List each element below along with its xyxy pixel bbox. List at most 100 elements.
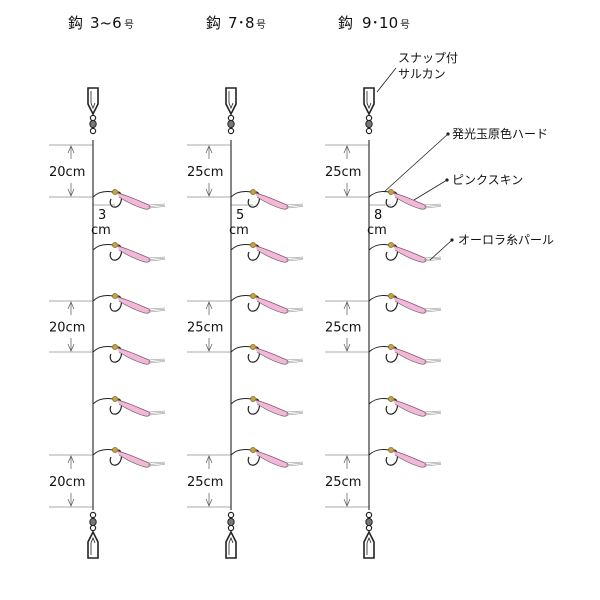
dropper-hook <box>230 242 304 263</box>
pink-skin-icon <box>116 296 151 314</box>
pink-skin-icon <box>392 450 427 468</box>
arrow-up-icon <box>67 301 75 310</box>
branch-length-label: 5cm <box>229 204 253 238</box>
spacing-dimension: 25cm <box>187 144 231 198</box>
aurora-thread <box>147 411 166 414</box>
callout-snap-line1: スナップ付 <box>398 51 458 65</box>
aurora-thread <box>423 310 442 313</box>
pink-skin-icon <box>116 450 151 468</box>
aurora-thread <box>423 308 442 311</box>
pink-skin-icon <box>254 296 289 314</box>
aurora-thread <box>285 462 304 465</box>
glow-bead-icon <box>250 242 256 248</box>
swivel-ring-icon <box>89 127 97 135</box>
spacing-label: 20cm <box>49 165 85 180</box>
glow-bead-icon <box>388 242 394 248</box>
glow-bead-icon <box>388 447 394 453</box>
spacing-dimension: 20cm <box>49 144 93 198</box>
heading-kanji: 鈎 <box>68 14 83 32</box>
arrow-down-icon <box>67 343 75 352</box>
snap-swivel <box>363 87 375 135</box>
pink-skin-icon <box>116 347 151 365</box>
aurora-thread <box>423 257 442 260</box>
pink-skin-icon <box>116 399 151 417</box>
arrow-up-icon <box>343 455 351 464</box>
arrow-down-icon <box>205 498 213 507</box>
swivel-ring-icon <box>227 511 235 519</box>
spacing-dimension: 25cm <box>325 144 369 198</box>
column-2-heading: 鈎 7･8 号 <box>206 14 266 32</box>
swivel-ring-icon <box>227 114 235 122</box>
branch-line <box>92 191 114 198</box>
spacing-dimension: 25cm <box>325 454 369 508</box>
glow-bead-icon <box>112 396 118 402</box>
aurora-thread <box>147 257 166 260</box>
aurora-thread <box>285 361 304 364</box>
branch-line <box>230 191 252 198</box>
branch-line <box>92 244 114 251</box>
aurora-thread <box>423 361 442 364</box>
glow-bead-icon <box>250 189 256 195</box>
dropper-hook <box>368 447 442 468</box>
swivel-ring-icon <box>365 511 373 519</box>
heading-unit: 号 <box>256 19 266 31</box>
arrow-up-icon <box>343 145 351 154</box>
aurora-thread <box>147 206 166 209</box>
heading-unit: 号 <box>400 19 410 31</box>
heading-unit: 号 <box>124 19 134 31</box>
aurora-thread <box>285 413 304 416</box>
aurora-thread <box>147 204 166 207</box>
callout-snap: スナップ付 サルカン <box>376 51 458 93</box>
aurora-thread <box>285 410 304 413</box>
branch-line <box>230 449 252 456</box>
aurora-thread <box>423 359 442 362</box>
glow-bead-icon <box>250 344 256 350</box>
spacing-dimension: 20cm <box>49 454 93 508</box>
pink-skin-icon <box>392 296 427 314</box>
swivel-ring-icon <box>365 524 373 532</box>
arrow-down-icon <box>343 188 351 197</box>
swivel-ring-icon <box>365 114 373 122</box>
aurora-thread <box>423 203 442 206</box>
branch-line <box>92 295 114 302</box>
swivel-barrel-icon <box>365 119 373 129</box>
heading-size: 3~6 <box>90 14 122 32</box>
pink-skin-icon <box>392 245 427 263</box>
aurora-thread <box>285 310 304 313</box>
aurora-thread <box>285 259 304 262</box>
aurora-thread <box>147 461 166 464</box>
snap-icon <box>87 87 99 116</box>
aurora-thread <box>147 413 166 416</box>
glow-bead-icon <box>388 344 394 350</box>
dropper-hook <box>230 447 304 468</box>
aurora-thread <box>285 411 304 414</box>
heading-kanji: 鈎 <box>206 14 221 32</box>
branch-line <box>368 244 390 251</box>
branch-line <box>368 191 390 198</box>
spacing-label: 25cm <box>325 475 361 490</box>
branch-length-value: 8 <box>374 208 382 223</box>
aurora-thread <box>285 307 304 310</box>
aurora-thread <box>147 358 166 361</box>
spacing-label: 20cm <box>49 321 85 336</box>
aurora-thread <box>285 203 304 206</box>
glow-bead-icon <box>250 293 256 299</box>
heading-size: 9･10 <box>362 14 398 32</box>
arrow-down-icon <box>67 188 75 197</box>
branch-line <box>230 244 252 251</box>
snap-swivel <box>87 511 99 559</box>
dropper-hook <box>92 396 166 417</box>
arrow-down-icon <box>205 188 213 197</box>
aurora-thread <box>423 206 442 209</box>
arrow-up-icon <box>343 301 351 310</box>
swivel-ring-icon <box>89 511 97 519</box>
glow-bead-icon <box>112 344 118 350</box>
spacing-label: 25cm <box>187 165 223 180</box>
branch-line <box>368 295 390 302</box>
snap-swivel <box>225 87 237 135</box>
arrow-down-icon <box>343 343 351 352</box>
pink-skin-icon <box>392 399 427 417</box>
aurora-thread <box>423 259 442 262</box>
